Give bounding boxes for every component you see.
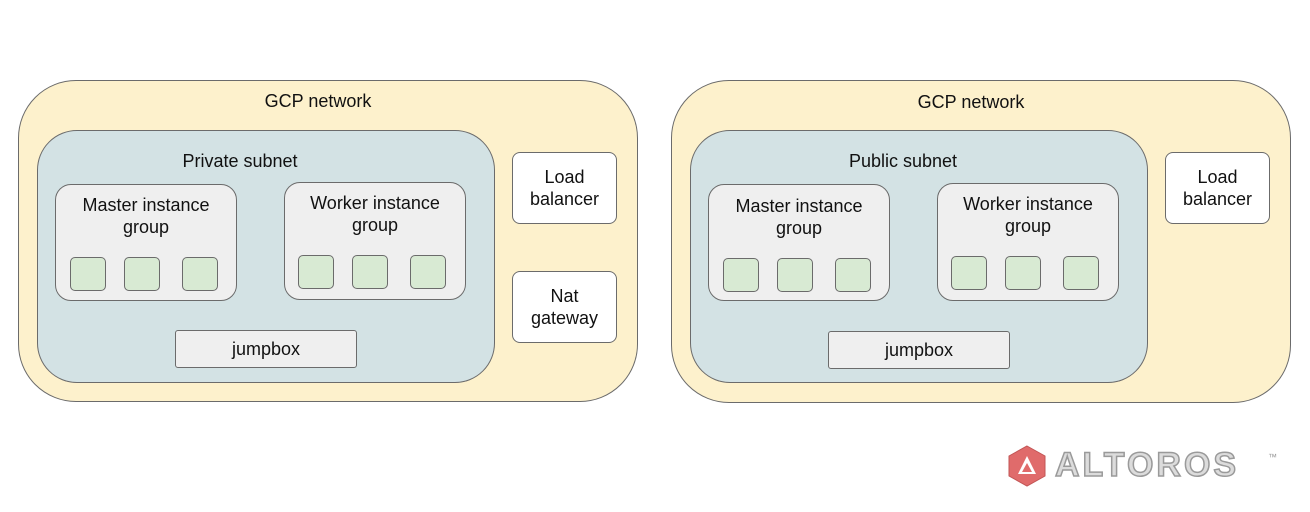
worker-group-label: Worker instance group [310, 193, 440, 235]
instance [951, 256, 987, 290]
instance [124, 257, 160, 291]
instance [410, 255, 446, 289]
jumpbox: jumpbox [175, 330, 357, 368]
instance [777, 258, 813, 292]
instance [182, 257, 218, 291]
load-balancer: Load balancer [1165, 152, 1270, 224]
load-balancer-label: Load balancer [1182, 167, 1253, 209]
nat-gateway: Nat gateway [512, 271, 617, 343]
instance [835, 258, 871, 292]
instance [1005, 256, 1041, 290]
network-label: GCP network [917, 92, 1025, 112]
instance [70, 257, 106, 291]
subnet-label: Private subnet [182, 151, 298, 171]
worker-group-label: Worker instance group [963, 194, 1093, 236]
trademark: ™ [1268, 452, 1277, 462]
instance [298, 255, 334, 289]
load-balancer: Load balancer [512, 152, 617, 224]
jumpbox-label: jumpbox [884, 340, 954, 360]
subnet-label: Public subnet [848, 151, 958, 171]
master-group-label: Master instance group [735, 196, 863, 238]
altoros-logo-icon [1008, 445, 1046, 487]
nat-gateway-label: Nat gateway [530, 286, 599, 328]
network-label: GCP network [264, 91, 372, 111]
master-group-label: Master instance group [82, 195, 210, 237]
altoros-logo: ALTOROS ™ [1005, 444, 1290, 490]
altoros-logo-text: ALTOROS [1054, 445, 1240, 485]
instance [1063, 256, 1099, 290]
instance [723, 258, 759, 292]
jumpbox-label: jumpbox [231, 339, 301, 359]
instance [352, 255, 388, 289]
jumpbox: jumpbox [828, 331, 1010, 369]
load-balancer-label: Load balancer [529, 167, 600, 209]
